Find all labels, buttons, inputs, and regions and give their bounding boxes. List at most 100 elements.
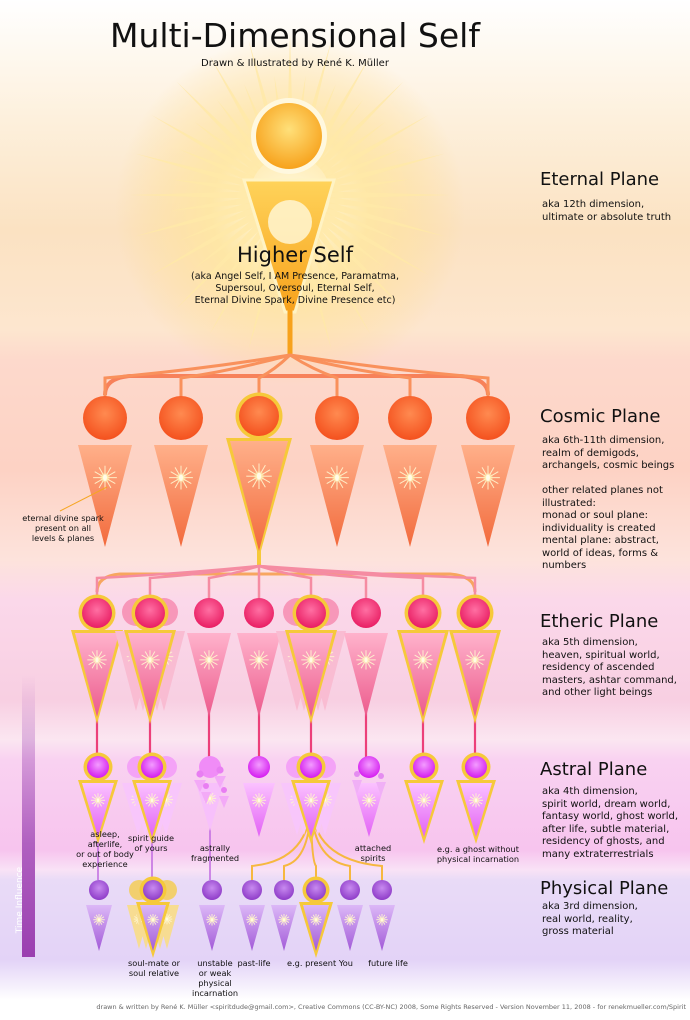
note-present-you: e.g. present You xyxy=(287,958,353,968)
cosmic-being xyxy=(310,396,364,547)
physical-being xyxy=(86,880,112,951)
being-body xyxy=(461,445,515,547)
divine-spark xyxy=(246,463,272,489)
beings xyxy=(59,392,515,958)
note-future-life: future life xyxy=(368,958,408,968)
plane-desc-eternal: aka 12th dimension, ultimate or absolute… xyxy=(542,199,672,223)
time-influence-label: Time Influence xyxy=(15,866,25,934)
being-head xyxy=(194,598,224,628)
divine-spark xyxy=(93,465,117,490)
being-body xyxy=(82,783,114,837)
connection-line xyxy=(289,353,339,398)
connection-line xyxy=(148,564,260,600)
divine-spark xyxy=(87,650,107,670)
being-body xyxy=(460,783,492,837)
being-body xyxy=(239,905,265,951)
being-body xyxy=(289,633,333,717)
etheric-being xyxy=(449,594,501,724)
being-body xyxy=(199,905,225,951)
astral-fragment-piece xyxy=(214,776,226,788)
astral-fragment-piece xyxy=(196,770,204,778)
being-body xyxy=(344,633,388,717)
higher-self-head xyxy=(256,103,322,169)
etheric-being xyxy=(71,594,123,724)
divine-spark xyxy=(398,465,422,490)
attached-spirit xyxy=(354,771,360,777)
being-head xyxy=(340,880,360,900)
being-head xyxy=(296,598,326,628)
divine-spark xyxy=(303,793,319,808)
being-body xyxy=(237,633,281,717)
plane-title-eternal: Eternal Plane xyxy=(540,169,660,190)
being-body xyxy=(154,445,208,547)
being-head xyxy=(274,880,294,900)
physical-being xyxy=(299,876,333,958)
physical-being xyxy=(199,880,225,951)
higher-self-body xyxy=(241,178,337,314)
being-body xyxy=(303,905,329,951)
divine-spark xyxy=(325,465,349,490)
page-subtitle: Drawn & Illustrated by René K. Müller xyxy=(201,58,389,69)
note-unstable: unstable or weak physical incarnation xyxy=(191,958,239,998)
astral-being xyxy=(404,752,444,844)
note-soulmate: soul-mate or soul relative xyxy=(128,958,180,978)
note-fragmented: astrally fragmented xyxy=(190,843,240,863)
divine-spark xyxy=(93,914,105,926)
being-body xyxy=(187,633,231,717)
connection-line xyxy=(257,353,292,398)
being-head xyxy=(244,598,274,628)
being-head xyxy=(82,598,112,628)
note-past-life: past-life xyxy=(237,958,271,968)
divine-spark xyxy=(416,793,432,808)
being-body xyxy=(353,783,385,837)
connection-line xyxy=(103,353,291,398)
being-head xyxy=(87,756,109,778)
higher-self-spark xyxy=(268,200,312,244)
page-title: Multi-Dimensional Self xyxy=(110,16,480,55)
divine-spark xyxy=(356,650,376,670)
plane-title-etheric: Etheric Plane xyxy=(540,611,659,632)
plane-title-physical: Physical Plane xyxy=(540,878,669,899)
divine-spark xyxy=(169,465,193,490)
note-attached-spirits: attached spirits xyxy=(354,843,392,863)
connection-line xyxy=(258,564,477,600)
pointer-line xyxy=(59,486,108,512)
being-body xyxy=(453,633,497,717)
divine-spark xyxy=(301,650,321,670)
connection-lines xyxy=(95,305,490,882)
being-head xyxy=(143,880,163,900)
astral-being xyxy=(456,752,496,844)
astral-fragment-piece xyxy=(203,783,209,789)
attached-spirit xyxy=(352,780,362,794)
being-head xyxy=(372,880,392,900)
astral-fragment-piece xyxy=(216,766,224,774)
being-head xyxy=(413,756,435,778)
divine-spark xyxy=(246,914,258,926)
being-head xyxy=(135,598,165,628)
astral-fragment-piece xyxy=(194,780,206,792)
divine-spark xyxy=(251,793,267,808)
being-body xyxy=(369,905,395,951)
being-head xyxy=(83,396,127,440)
connection-bar xyxy=(103,374,490,396)
connection-line xyxy=(95,564,260,600)
footer-credits: drawn & written by René K. Müller <spiri… xyxy=(96,1003,686,1011)
astral-being xyxy=(243,756,275,837)
higher-self-title: Higher Self xyxy=(237,243,353,267)
astral-fragment-piece xyxy=(219,796,229,808)
being-body xyxy=(230,441,288,551)
divine-spark xyxy=(199,650,219,670)
divine-spark xyxy=(161,913,173,925)
etheric-being xyxy=(397,594,449,724)
being-body xyxy=(383,445,437,547)
time-influence-bar xyxy=(22,675,35,957)
divine-spark xyxy=(344,914,356,926)
connection-line xyxy=(179,353,291,398)
being-head xyxy=(306,880,326,900)
divine-spark xyxy=(90,793,106,808)
being-body xyxy=(408,783,440,837)
being-body xyxy=(310,445,364,547)
being-body xyxy=(243,783,275,837)
divine-spark xyxy=(140,650,160,670)
divine-spark xyxy=(249,650,269,670)
